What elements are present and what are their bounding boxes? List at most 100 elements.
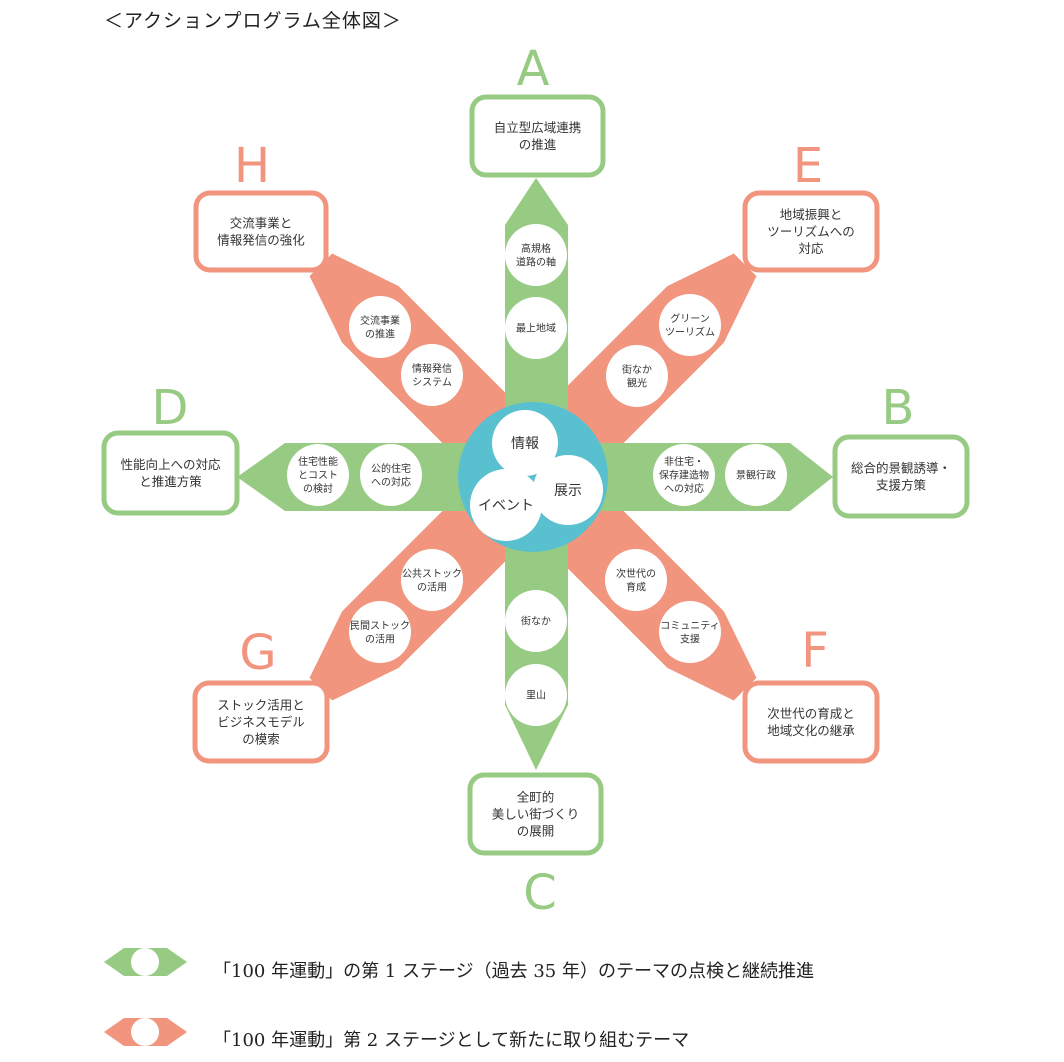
center-label-line: イベント — [478, 498, 534, 514]
subtheme-circle — [505, 590, 567, 652]
theme-box-label-line: 対応 — [798, 241, 824, 256]
subtheme-label-line: 育成 — [626, 580, 646, 593]
subtheme-label-line: 民間ストック — [350, 620, 410, 632]
theme-box-label-line: ツーリズムへの — [767, 224, 855, 239]
subtheme-label: 次世代の育成 — [616, 567, 656, 594]
subtheme-label-line: への対応 — [371, 475, 411, 488]
subtheme-circle — [725, 444, 787, 506]
subtheme-label: 公的住宅への対応 — [371, 462, 411, 489]
subtheme-label-line: の活用 — [417, 581, 447, 593]
subtheme-circle — [653, 444, 715, 506]
center-circle — [470, 469, 542, 541]
theme-box-label-line: 情報発信の強化 — [217, 232, 305, 247]
subtheme-label: 公共ストックの活用 — [402, 568, 462, 594]
subtheme-label-line: 高規格 — [521, 242, 551, 255]
subtheme-label: 最上地域 — [516, 322, 556, 335]
subtheme-label: 住宅性能とコストの検討 — [298, 455, 338, 495]
theme-box-label: ストック活用とビジネスモデルの模索 — [217, 698, 305, 747]
theme-box-label: 次世代の育成と地域文化の継承 — [767, 706, 855, 738]
theme-box-label-line: と推進方策 — [139, 474, 202, 489]
theme-box-F — [742, 680, 880, 764]
subtheme-label-line: 最上地域 — [516, 322, 556, 335]
theme-box-E — [742, 190, 880, 273]
subtheme-label-line: 交流事業 — [360, 314, 400, 327]
page-title: ＜アクションプログラム全体図＞ — [104, 10, 402, 32]
theme-box-label: 交流事業と情報発信の強化 — [217, 215, 305, 247]
subtheme-circle — [287, 444, 349, 506]
theme-box-label-line: 美しい街づくり — [492, 806, 580, 821]
subtheme-label-line: 次世代の — [616, 567, 656, 580]
subtheme-circle — [606, 345, 668, 407]
center-label: イベント — [478, 498, 534, 514]
subtheme-circle — [349, 601, 411, 663]
subtheme-label-line: 観光 — [627, 376, 647, 389]
legend-icon-salmon — [104, 1018, 187, 1046]
subtheme-label: 里山 — [526, 690, 546, 702]
subtheme-label-line: 街なか — [622, 363, 652, 376]
subtheme-label-line: の推進 — [365, 327, 395, 340]
theme-box-label-line: の推進 — [519, 137, 557, 152]
subtheme-label: 街なか観光 — [622, 363, 652, 390]
subtheme-label-line: ツーリズム — [665, 325, 715, 338]
subtheme-label-line: 住宅性能 — [298, 455, 338, 468]
theme-box-label: 地域振興とツーリズムへの対応 — [767, 207, 855, 256]
center-label-line: 情報 — [511, 436, 539, 452]
theme-box-label-line: 性能向上への対応 — [120, 457, 221, 472]
subtheme-circle — [349, 296, 411, 358]
theme-box-D — [101, 430, 240, 516]
subtheme-label-line: 情報発信 — [412, 362, 452, 375]
subtheme-circle — [505, 224, 567, 286]
legend-icon-green — [104, 948, 187, 976]
subtheme-circle — [659, 601, 721, 663]
subtheme-label-line: の活用 — [365, 633, 395, 645]
branch-letter: G — [239, 625, 276, 681]
theme-box-label-line: ストック活用と — [217, 698, 305, 713]
subtheme-label-line: 公的住宅 — [371, 462, 411, 475]
branch-letter: F — [801, 623, 829, 679]
legend-text-green: 「100 年運動」の第 1 ステージ（過去 35 年）のテーマの点検と継続推進 — [213, 961, 814, 982]
subtheme-circle — [401, 344, 463, 406]
subtheme-circle — [659, 294, 721, 356]
theme-box-H — [193, 190, 329, 273]
subtheme-label: グリーンツーリズム — [665, 312, 715, 339]
subtheme-label: 交流事業の推進 — [360, 314, 400, 341]
subtheme-circle — [605, 549, 667, 611]
theme-box-label-line: 支援方策 — [876, 477, 927, 492]
subtheme-label-line: グリーン — [670, 312, 710, 325]
subtheme-label: 非住宅・保存建造物への対応 — [659, 455, 709, 495]
legend-text-salmon: 「100 年運動」第 2 ステージとして新たに取り組むテーマ — [213, 1030, 690, 1051]
center-circle — [533, 455, 603, 525]
theme-box-label-line: 全町的 — [517, 790, 555, 805]
theme-box-label-line: 地域振興と — [780, 207, 843, 222]
theme-box-label-line: の展開 — [517, 823, 555, 838]
subtheme-label-line: とコスト — [298, 470, 338, 482]
subtheme-circle — [505, 664, 567, 726]
theme-box-label-line: 自立型広域連携 — [494, 120, 582, 135]
subtheme-label-line: 支援 — [680, 632, 700, 645]
theme-box-label-line: 総合的景観誘導・ — [851, 460, 951, 475]
theme-box-label-line: ビジネスモデル — [217, 714, 305, 729]
branch-letter: C — [523, 865, 557, 921]
center-label-line: 展示 — [554, 483, 582, 499]
theme-box-B — [832, 434, 970, 519]
subtheme-label-line: システム — [412, 376, 452, 388]
center-circle — [492, 410, 558, 476]
theme-box-label: 全町的美しい街づくりの展開 — [492, 790, 580, 839]
branch-letter: E — [793, 138, 823, 194]
subtheme-label: コミュニティ支援 — [660, 621, 719, 646]
subtheme-label-line: 里山 — [526, 690, 546, 702]
theme-box-label-line: 地域文化の継承 — [767, 723, 855, 738]
theme-box-label: 性能向上への対応と推進方策 — [120, 457, 221, 489]
center-label: 情報 — [511, 436, 539, 452]
theme-box-A — [469, 94, 606, 178]
subtheme-circle — [360, 444, 422, 506]
theme-box-label: 自立型広域連携の推進 — [494, 120, 582, 152]
subtheme-circle — [505, 297, 567, 359]
branch-letter: B — [882, 380, 915, 436]
